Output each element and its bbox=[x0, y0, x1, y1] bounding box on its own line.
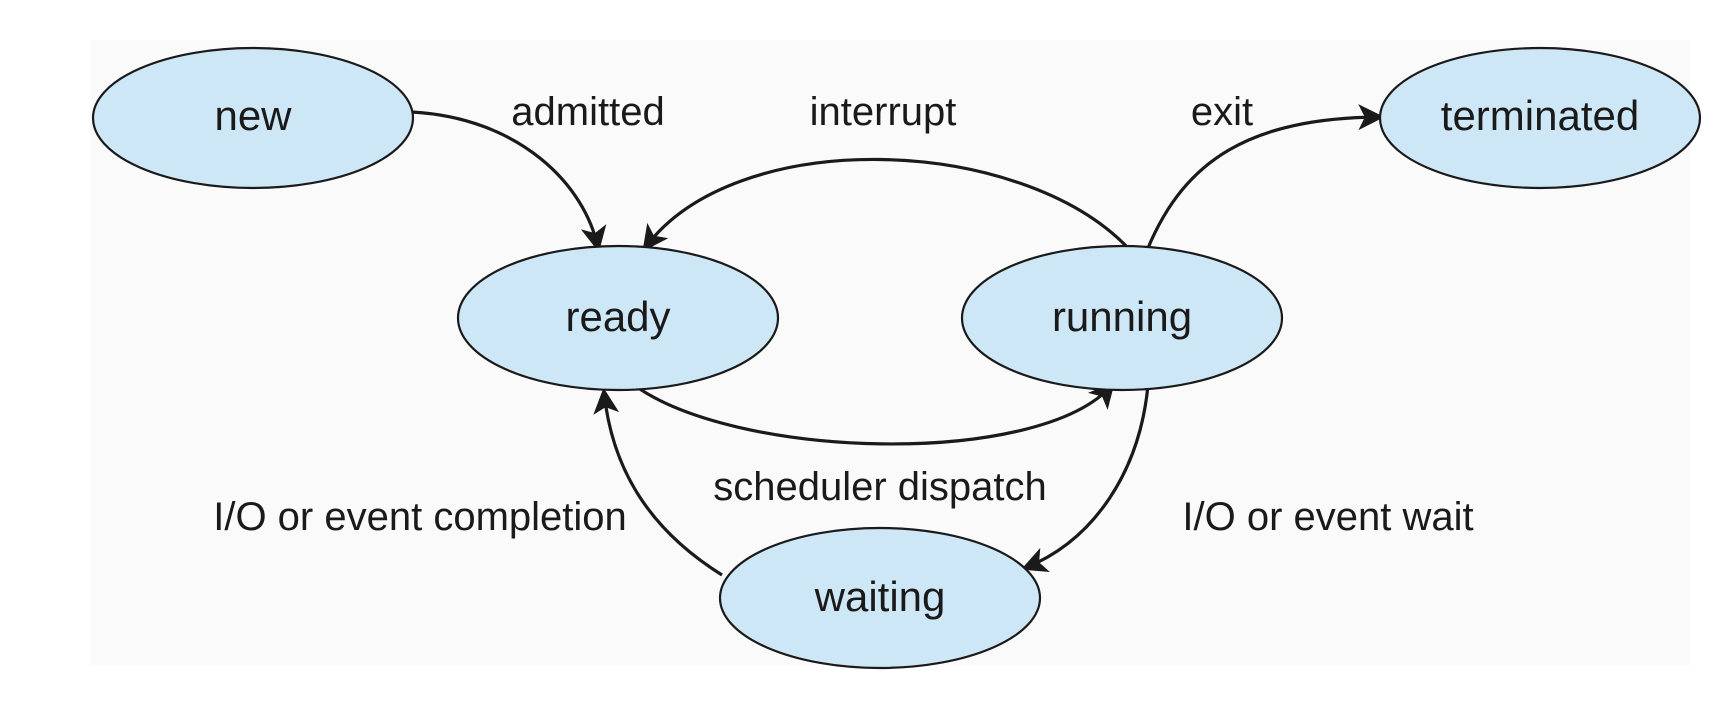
state-new-label: new bbox=[214, 92, 292, 139]
state-terminated-label: terminated bbox=[1441, 92, 1639, 139]
state-new: new bbox=[91, 46, 415, 190]
label-io-event-completion: I/O or event completion bbox=[213, 495, 627, 539]
state-terminated: terminated bbox=[1378, 46, 1702, 190]
state-running-ellipse bbox=[960, 244, 1284, 392]
state-running: running bbox=[960, 244, 1284, 392]
label-io-event-wait: I/O or event wait bbox=[1182, 495, 1473, 539]
state-terminated-ellipse bbox=[1378, 46, 1702, 190]
edge-interrupt bbox=[642, 157, 1130, 252]
state-ready-ellipse bbox=[456, 244, 780, 392]
state-running-label: running bbox=[1052, 293, 1192, 340]
edge-io-event-wait bbox=[1020, 384, 1150, 573]
edge-scheduler-dispatch bbox=[629, 380, 1115, 446]
edge-admitted bbox=[411, 110, 607, 253]
label-exit: exit bbox=[1191, 90, 1253, 134]
edge-io-event-completion bbox=[593, 387, 723, 577]
state-waiting-label: waiting bbox=[814, 573, 946, 620]
state-ready: ready bbox=[456, 244, 780, 392]
edge-exit bbox=[1146, 104, 1385, 249]
state-waiting-ellipse bbox=[718, 526, 1042, 670]
label-admitted: admitted bbox=[511, 90, 664, 134]
label-interrupt: interrupt bbox=[810, 90, 957, 134]
state-waiting: waiting bbox=[718, 526, 1042, 670]
state-ready-label: ready bbox=[565, 293, 670, 340]
state-new-ellipse bbox=[91, 46, 415, 190]
label-scheduler-dispatch: scheduler dispatch bbox=[713, 465, 1047, 509]
